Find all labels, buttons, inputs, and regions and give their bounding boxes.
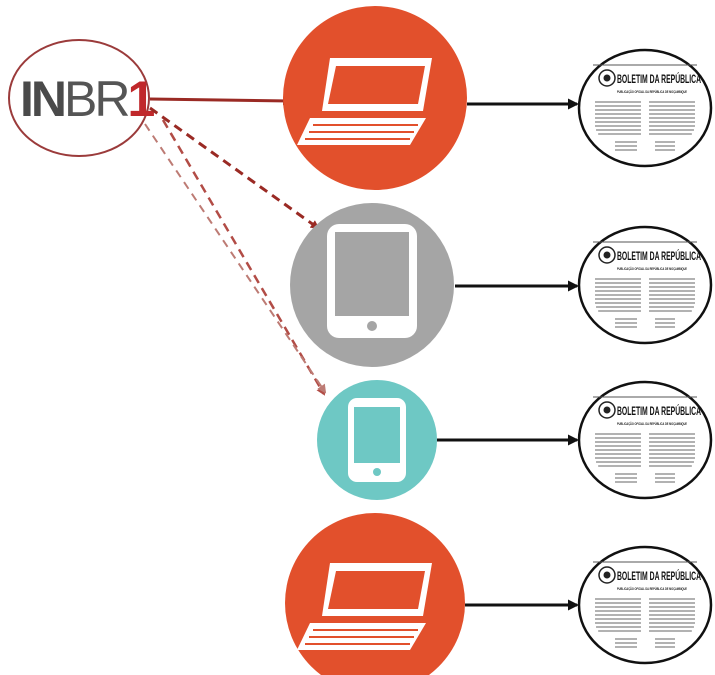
document-body-text xyxy=(595,598,695,632)
document-body-text xyxy=(595,101,695,135)
document-subtitle: PUBLICAÇÃO OFICIAL DA REPÚBLICA DE MOÇAM… xyxy=(617,89,687,94)
svg-text:INBR1: INBR1 xyxy=(20,71,154,127)
phone-device xyxy=(317,380,437,500)
document-title: BOLETIM DA REPÚBLICA xyxy=(617,250,701,263)
laptop-icon xyxy=(297,58,432,145)
document-title: BOLETIM DA REPÚBLICA xyxy=(617,73,701,86)
phone-icon xyxy=(348,398,406,482)
coat-of-arms-icon xyxy=(598,69,616,87)
logo-in: IN xyxy=(20,71,64,127)
document-subtitle: PUBLICAÇÃO OFICIAL DA REPÚBLICA DE MOÇAM… xyxy=(617,421,687,426)
boletim-document: BOLETIM DA REPÚBLICA PUBLICAÇÃO OFICIAL D… xyxy=(577,225,713,345)
tablet-icon xyxy=(327,224,417,338)
document-footer-text xyxy=(615,638,675,648)
document-title: BOLETIM DA REPÚBLICA xyxy=(617,405,701,418)
arrow-logo-to-tablet xyxy=(149,106,320,230)
document-title: BOLETIM DA REPÚBLICA xyxy=(617,570,701,583)
laptop-device-1 xyxy=(283,6,467,190)
document-footer-text xyxy=(615,141,675,151)
coat-of-arms-icon xyxy=(598,246,616,264)
boletim-document: BOLETIM DA REPÚBLICA PUBLICAÇÃO OFICIAL D… xyxy=(577,48,713,168)
document-body-text xyxy=(595,433,695,467)
arrow-logo-to-phone xyxy=(161,119,326,396)
boletim-document: BOLETIM DA REPÚBLICA PUBLICAÇÃO OFICIAL D… xyxy=(577,545,713,665)
boletim-document: BOLETIM DA REPÚBLICA PUBLICAÇÃO OFICIAL D… xyxy=(577,380,713,500)
laptop-device-2 xyxy=(285,513,465,675)
document-subtitle: PUBLICAÇÃO OFICIAL DA REPÚBLICA DE MOÇAM… xyxy=(617,586,687,591)
document-outline xyxy=(577,380,713,500)
document-outline xyxy=(577,48,713,168)
laptop-icon xyxy=(297,563,432,650)
arrow-logo-to-phone-faint xyxy=(144,123,327,394)
arrow-logo-to-laptop-1 xyxy=(149,96,292,106)
document-footer-text xyxy=(615,473,675,483)
inbr1-logo: INBR1 xyxy=(8,39,157,157)
coat-of-arms-icon xyxy=(598,401,616,419)
document-outline xyxy=(577,545,713,665)
document-subtitle: PUBLICAÇÃO OFICIAL DA REPÚBLICA DE MOÇAM… xyxy=(617,266,687,271)
document-outline xyxy=(577,225,713,345)
document-body-text xyxy=(595,278,695,312)
logo-br: BR xyxy=(64,71,128,127)
tablet-device xyxy=(290,203,454,367)
coat-of-arms-icon xyxy=(598,566,616,584)
document-footer-text xyxy=(615,318,675,328)
